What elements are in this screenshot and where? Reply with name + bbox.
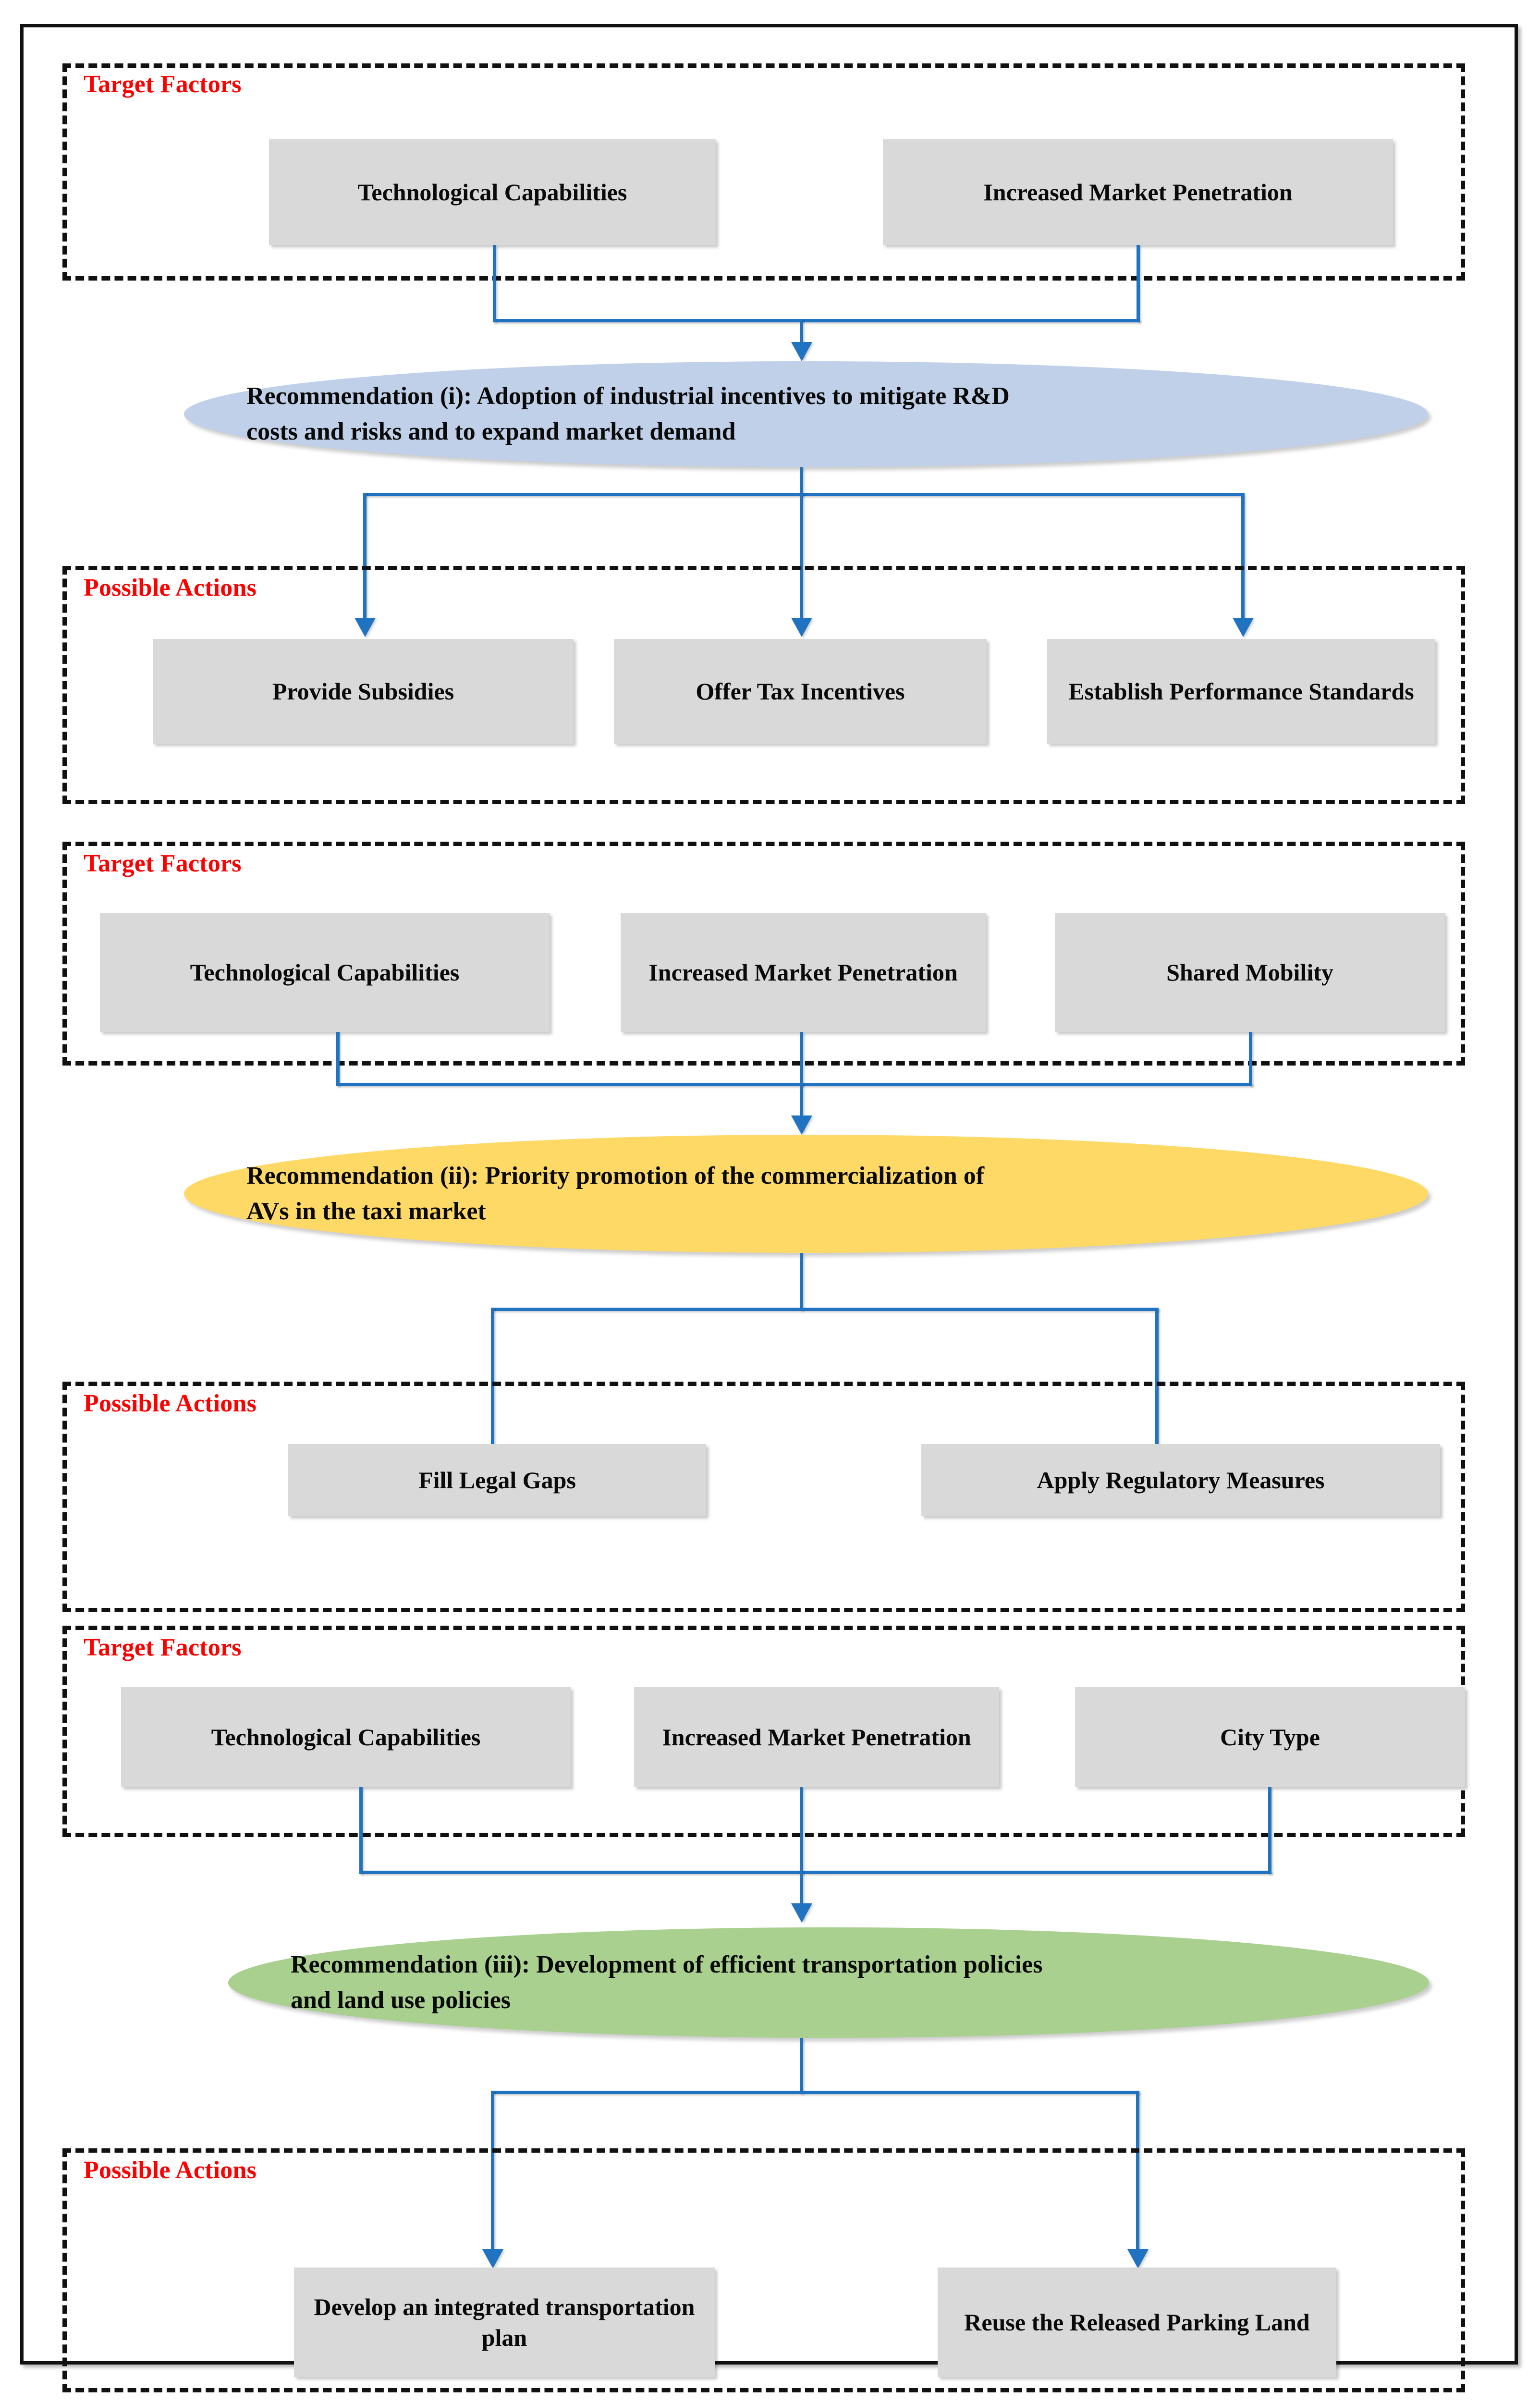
connector-line-tf2-mid bbox=[800, 1032, 803, 1086]
connector-line-rec1-drop-3 bbox=[1241, 493, 1245, 618]
action-box-reuse-released-parking-land: Reuse the Released Parking Land bbox=[938, 2267, 1336, 2377]
connector-line-tf3-bus bbox=[359, 1871, 1271, 1874]
group-target-factors-2 bbox=[62, 842, 1465, 1066]
arrow-tf2-to-rec2 bbox=[791, 1115, 812, 1135]
factor-box-shared-mobility: Shared Mobility bbox=[1055, 913, 1445, 1032]
connector-line-tf1-bus bbox=[493, 319, 1140, 322]
factor-box-increased-market-penetration-2: Increased Market Penetration bbox=[621, 913, 986, 1032]
recommendation-1-line-1: Recommendation (i): Adoption of industri… bbox=[246, 382, 1010, 410]
group-label-possible-actions-2: Possible Actions bbox=[81, 1390, 262, 1417]
group-label-target-factors-2: Target Factors bbox=[81, 850, 246, 877]
action-box-develop-integrated-transportation-plan: Develop an integrated transportation pla… bbox=[294, 2267, 715, 2377]
connector-line-rec3-bus bbox=[491, 2091, 1139, 2094]
factor-box-city-type: City Type bbox=[1075, 1687, 1465, 1787]
group-label-target-factors-1: Target Factors bbox=[81, 71, 246, 98]
action-box-fill-legal-gaps: Fill Legal Gaps bbox=[288, 1444, 706, 1516]
group-target-factors-1 bbox=[62, 63, 1465, 281]
factor-box-technological-capabilities-3: Technological Capabilities bbox=[121, 1687, 571, 1787]
recommendation-2-line-2: AVs in the taxi market bbox=[246, 1198, 486, 1225]
connector-line-rec2-bus bbox=[491, 1308, 1159, 1311]
group-label-possible-actions-3: Possible Actions bbox=[81, 2157, 262, 2184]
connector-line-tf2-right bbox=[1249, 1032, 1252, 1086]
recommendation-3-line-1: Recommendation (iii): Development of eff… bbox=[291, 1951, 1043, 1979]
action-box-establish-performance-standards: Establish Performance Standards bbox=[1047, 639, 1435, 744]
group-possible-actions-3 bbox=[62, 2148, 1465, 2392]
action-box-apply-regulatory-measures: Apply Regulatory Measures bbox=[921, 1444, 1440, 1516]
connector-line-rec1-drop-2 bbox=[800, 493, 803, 618]
connector-line-tf1-stem bbox=[800, 319, 803, 357]
connector-line-tf2-bus bbox=[336, 1083, 1252, 1086]
connector-line-rec3-stem bbox=[800, 2038, 803, 2094]
connector-line-rec1-drop-1 bbox=[363, 493, 367, 618]
connector-line-tf1-left bbox=[493, 245, 496, 322]
group-label-target-factors-3: Target Factors bbox=[81, 1634, 246, 1661]
arrow-tf1-to-rec1 bbox=[791, 342, 812, 361]
arrow-rec1-to-action-3 bbox=[1233, 618, 1254, 637]
connector-line-tf3-right bbox=[1268, 1787, 1271, 1874]
connector-line-tf3-stem bbox=[800, 1871, 803, 1919]
group-possible-actions-2 bbox=[62, 1382, 1465, 1612]
connector-line-rec2-drop-2 bbox=[1155, 1308, 1159, 1481]
action-box-provide-subsidies: Provide Subsidies bbox=[153, 639, 574, 744]
arrow-rec3-to-action-1 bbox=[482, 2249, 503, 2268]
group-label-possible-actions-1: Possible Actions bbox=[81, 575, 262, 601]
connector-line-rec1-stem bbox=[800, 467, 803, 496]
recommendation-3-line-2: and land use policies bbox=[291, 1986, 511, 2014]
arrow-rec1-to-action-2 bbox=[791, 618, 812, 637]
arrow-rec1-to-action-1 bbox=[354, 618, 376, 637]
connector-line-rec2-stem bbox=[800, 1253, 803, 1311]
recommendation-2-line-1: Recommendation (ii): Priority promotion … bbox=[246, 1162, 985, 1190]
arrow-rec3-to-action-2 bbox=[1127, 2249, 1149, 2268]
recommendation-box-3: Recommendation (iii): Development of eff… bbox=[228, 1927, 1429, 2038]
connector-line-rec3-drop-1 bbox=[491, 2091, 494, 2249]
recommendation-box-1: Recommendation (i): Adoption of industri… bbox=[184, 361, 1428, 467]
connector-line-rec3-drop-2 bbox=[1136, 2091, 1139, 2249]
group-possible-actions-1 bbox=[62, 566, 1465, 804]
arrow-tf3-to-rec3 bbox=[791, 1903, 812, 1923]
connector-line-tf2-left bbox=[336, 1032, 340, 1086]
factor-box-technological-capabilities-2: Technological Capabilities bbox=[100, 913, 550, 1032]
connector-line-tf2-stem bbox=[800, 1083, 803, 1131]
connector-line-rec2-drop-1 bbox=[491, 1308, 494, 1481]
factor-box-technological-capabilities-1: Technological Capabilities bbox=[269, 139, 716, 245]
recommendation-1-line-2: costs and risks and to expand market dem… bbox=[246, 418, 736, 445]
factor-box-increased-market-penetration-1: Increased Market Penetration bbox=[883, 139, 1393, 245]
connector-line-tf1-right bbox=[1137, 245, 1140, 322]
action-box-offer-tax-incentives: Offer Tax Incentives bbox=[614, 639, 987, 744]
connector-line-tf3-left bbox=[359, 1787, 363, 1874]
connector-line-tf3-mid bbox=[800, 1787, 803, 1874]
factor-box-increased-market-penetration-3: Increased Market Penetration bbox=[634, 1687, 999, 1787]
recommendation-box-2: Recommendation (ii): Priority promotion … bbox=[184, 1135, 1428, 1253]
